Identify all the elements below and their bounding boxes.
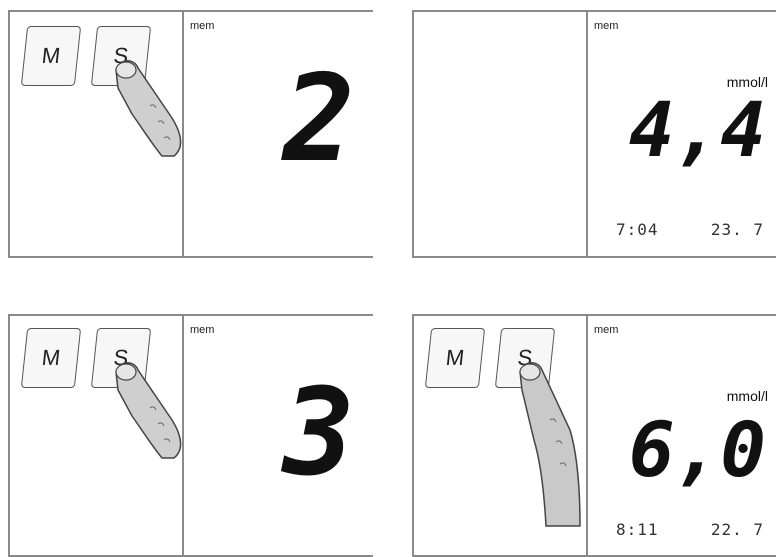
m-button[interactable]: M [425,328,485,388]
panel-step-2: mem mmol/l 4,4 7:04 23. 7 [412,10,776,258]
panel-step-4: M S mem mmol/l 6,0 8:11 22. 7 [412,314,776,557]
mem-label: mem [190,20,214,32]
reading-time: 8:11 [616,520,659,539]
memory-index-value: 3 [283,374,355,494]
reading-time: 7:04 [616,220,659,239]
lcd-display: mem mmol/l 4,4 7:04 23. 7 [586,12,776,256]
pressing-finger-icon [102,350,192,460]
m-button[interactable]: M [21,328,81,388]
panel-step-1: M S mem 2 [8,10,373,258]
glucose-reading: 4,4 [629,92,766,168]
mem-label: mem [594,20,618,32]
reading-date: 22. 7 [711,520,764,539]
lcd-display: mem 2 [182,12,373,256]
mem-label: mem [190,324,214,336]
memory-index-value: 2 [283,60,355,180]
lcd-display: mem mmol/l 6,0 8:11 22. 7 [586,316,776,555]
m-button[interactable]: M [21,26,81,86]
lcd-display: mem 3 [182,316,373,555]
glucose-reading: 6,0 [629,412,766,488]
pressing-finger-icon [506,350,596,530]
panel-step-3: M S mem 3 [8,314,373,557]
reading-date: 23. 7 [711,220,764,239]
unit-label: mmol/l [727,388,768,404]
mem-label: mem [594,324,618,336]
pressing-finger-icon [102,48,192,158]
